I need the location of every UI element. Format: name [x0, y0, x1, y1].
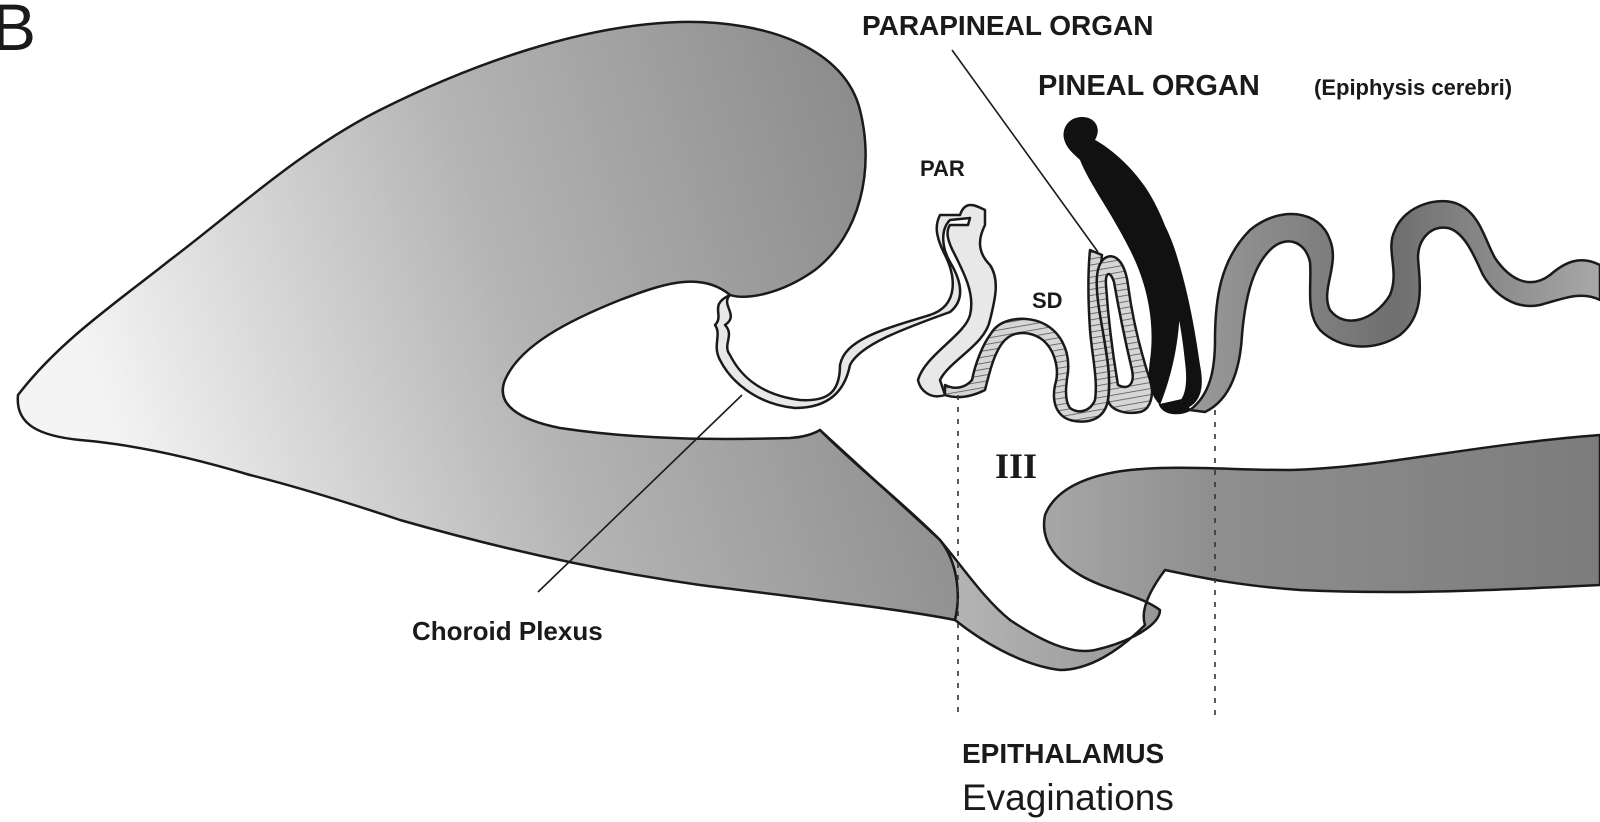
pineal-organ-label: PINEAL ORGAN — [1038, 70, 1260, 102]
third-ventricle-label: III — [995, 446, 1037, 486]
evaginations-label: Evaginations — [962, 777, 1174, 818]
midbrain-roof-shape — [1190, 201, 1600, 412]
choroid-plexus-label: Choroid Plexus — [412, 616, 603, 646]
parapineal-organ-label: PARAPINEAL ORGAN — [862, 10, 1153, 41]
par-label: PAR — [920, 156, 965, 181]
epithalamus-label: EPITHALAMUS — [962, 738, 1164, 769]
panel-letter: B — [0, 0, 36, 64]
sd-label: SD — [1032, 288, 1063, 313]
pineal-organ-synonym-label: (Epiphysis cerebri) — [1314, 75, 1512, 100]
forebrain-shape — [18, 22, 958, 620]
